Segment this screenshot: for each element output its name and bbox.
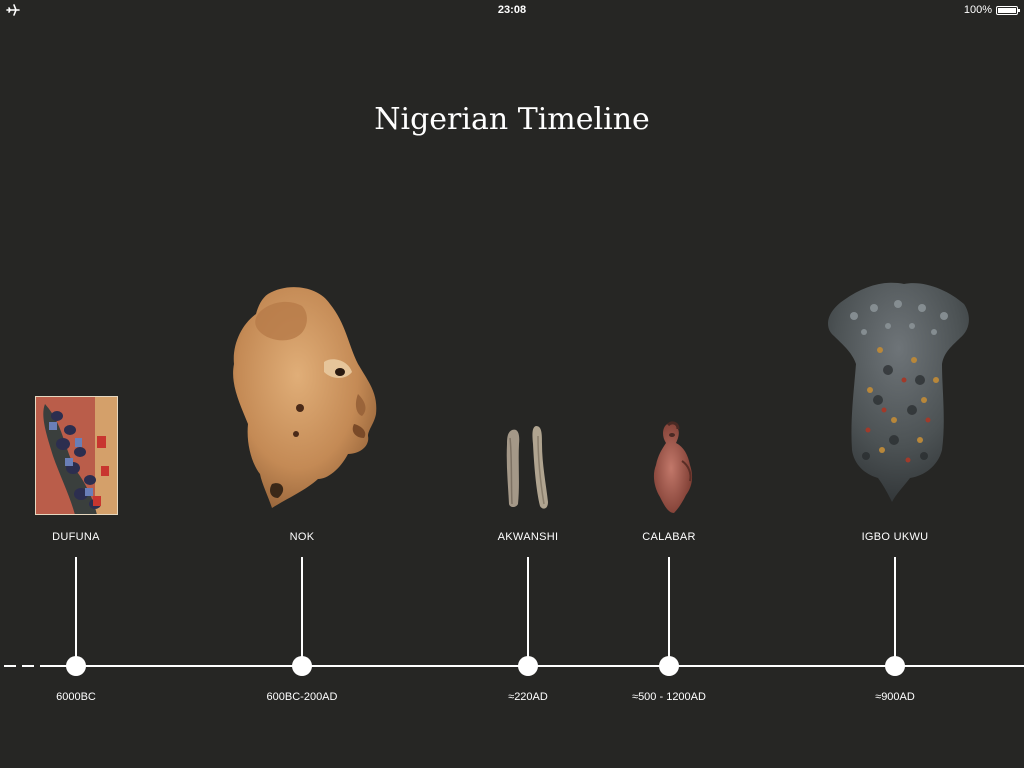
akwanshi-stone-monoliths-icon[interactable]	[500, 424, 556, 512]
timeline-axis	[52, 665, 1024, 667]
timeline-axis-dashed-start	[4, 665, 54, 667]
battery-level-fill	[998, 7, 1016, 13]
timeline-node-calabar[interactable]	[659, 656, 679, 676]
timeline-stem	[301, 557, 303, 667]
timeline-stem	[668, 557, 670, 667]
event-label-igbo-ukwu[interactable]: IGBO UKWU	[861, 531, 929, 543]
timeline-node-akwanshi[interactable]	[518, 656, 538, 676]
battery-percent: 100%	[963, 4, 992, 16]
event-date-calabar: ≈500 - 1200AD	[632, 691, 706, 703]
event-date-nok: 600BC-200AD	[266, 691, 338, 703]
event-date-akwanshi: ≈220AD	[508, 691, 548, 703]
event-label-calabar[interactable]: CALABAR	[642, 531, 696, 543]
timeline-stem	[75, 557, 77, 667]
page-title: Nigerian Timeline	[374, 102, 650, 137]
event-date-igbo-ukwu: ≈900AD	[875, 691, 915, 703]
calabar-clay-figure-icon[interactable]	[648, 421, 698, 515]
nok-terracotta-head-icon[interactable]	[228, 284, 382, 512]
timeline-stem	[527, 557, 529, 667]
igbo-ukwu-bronze-vessel-icon[interactable]	[824, 280, 972, 506]
status-time: 23:08	[497, 4, 527, 16]
event-label-nok[interactable]: NOK	[289, 531, 315, 543]
timeline-node-nok[interactable]	[292, 656, 312, 676]
event-label-akwanshi[interactable]: AKWANSHI	[497, 531, 559, 543]
status-bar: 23:08 100%	[0, 0, 1024, 20]
timeline-node-dufuna[interactable]	[66, 656, 86, 676]
timeline-stem	[894, 557, 896, 667]
timeline-node-igbo-ukwu[interactable]	[885, 656, 905, 676]
status-battery-group: 100%	[963, 4, 1020, 16]
dufuna-canoe-photo-icon[interactable]	[35, 396, 118, 515]
airplane-mode-icon	[6, 4, 20, 16]
event-date-dufuna: 6000BC	[56, 691, 96, 703]
battery-icon	[996, 5, 1020, 15]
event-label-dufuna[interactable]: DUFUNA	[52, 531, 100, 543]
